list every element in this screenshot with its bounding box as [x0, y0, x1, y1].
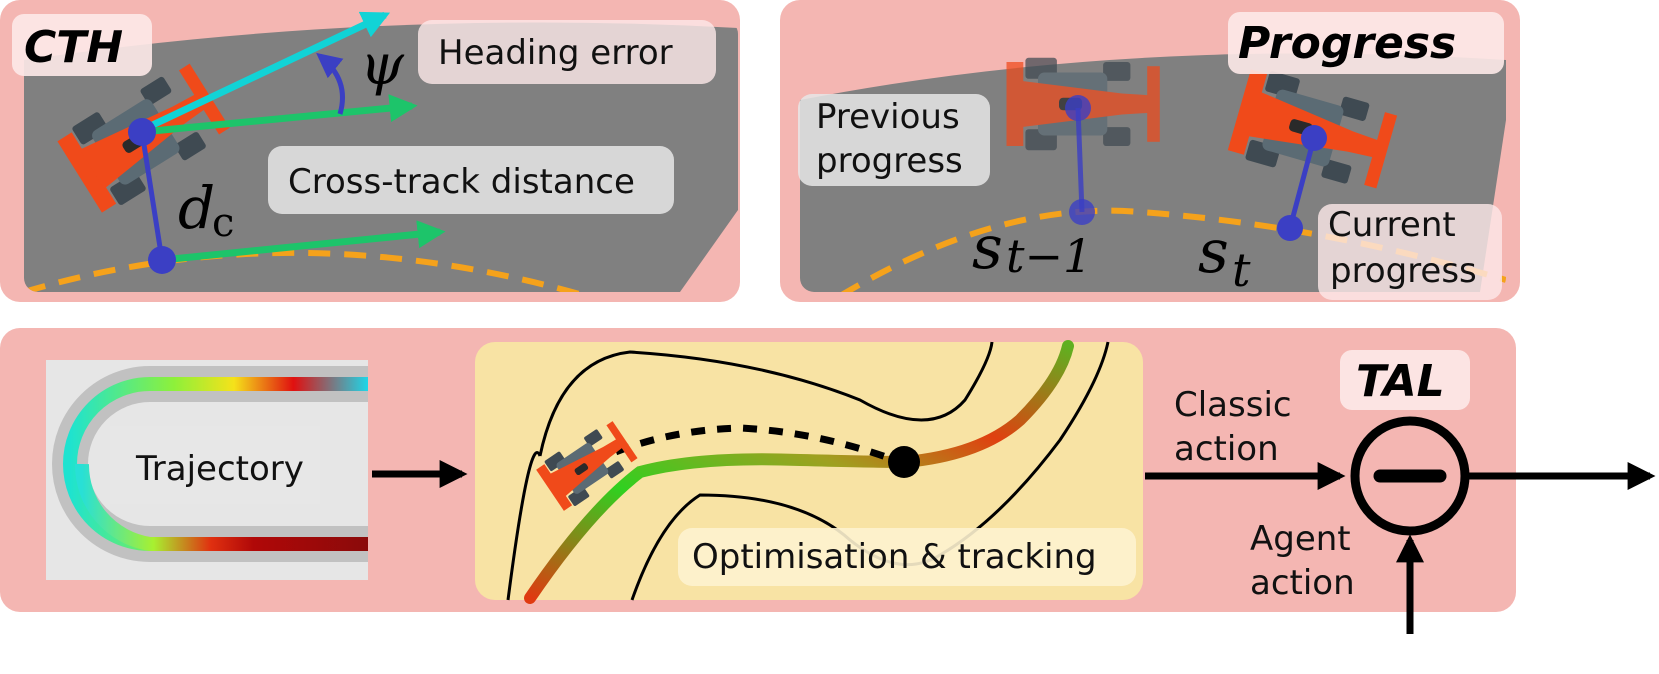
current-progress-line: [1287, 137, 1317, 229]
previous-progress-label-2: progress: [816, 141, 963, 181]
progress-panel: Progress Previous progress Current progr…: [780, 0, 1520, 302]
d-subscript: c: [212, 200, 234, 246]
cth-track-direction-arrow: [141, 94, 418, 136]
s-prev-symbol: s: [972, 213, 1003, 283]
trajectory-label: Trajectory: [135, 449, 304, 489]
previous-progress-label-1: Previous: [816, 97, 960, 137]
cth-title: CTH: [24, 22, 123, 73]
agent-action-label-2: action: [1250, 563, 1355, 603]
progress-title: Progress: [1238, 18, 1456, 69]
classic-action-label-1: Classic: [1174, 385, 1292, 425]
s-prev-subscript: t−1: [1006, 229, 1092, 283]
tal-title: TAL: [1356, 356, 1445, 407]
current-progress-label-2: progress: [1330, 251, 1477, 291]
cth-distance-line: [139, 131, 165, 261]
previous-car-point: [1065, 95, 1091, 121]
cth-panel: CTH Heading error ψ Cross-track distance…: [0, 0, 740, 302]
subtraction-node: [1350, 416, 1470, 536]
current-car-point: [1301, 125, 1327, 151]
progress-raceline: [838, 207, 1506, 292]
current-progress-label-1: Current: [1328, 205, 1456, 245]
cross-track-label: Cross-track distance: [288, 162, 635, 202]
current-progress-box: [1318, 204, 1502, 300]
cth-raceline: [24, 249, 601, 292]
cth-angle-arc: [316, 52, 345, 115]
progress-title-box: [1228, 12, 1504, 74]
previous-track-point: [1069, 199, 1095, 225]
previous-progress-line: [1075, 107, 1085, 213]
d-symbol: d: [178, 174, 215, 242]
current-track-point: [1277, 215, 1303, 241]
tal-panel: Trajectory Optimisation & tracking Class…: [0, 328, 1656, 634]
cth-title-box: [12, 14, 152, 76]
previous-progress-box: [798, 94, 990, 186]
psi-symbol: ψ: [360, 33, 405, 98]
tal-title-box: [1340, 350, 1470, 410]
heading-error-box: [418, 20, 716, 84]
s-cur-subscript: t: [1232, 243, 1251, 297]
cth-car-point: [128, 118, 156, 146]
cth-raceline-direction-arrow: [161, 220, 446, 264]
heading-error-label: Heading error: [438, 33, 673, 73]
optimisation-image: Optimisation & tracking: [475, 340, 1143, 604]
agent-action-label-1: Agent: [1250, 519, 1351, 559]
trajectory-image: Trajectory: [46, 360, 368, 580]
optimisation-label: Optimisation & tracking: [692, 537, 1097, 577]
cth-track-point: [148, 246, 176, 274]
classic-action-label-2: action: [1174, 429, 1279, 469]
cross-track-box: [268, 146, 674, 214]
s-cur-symbol: s: [1198, 217, 1229, 287]
cth-heading-arrow: [140, 11, 391, 134]
